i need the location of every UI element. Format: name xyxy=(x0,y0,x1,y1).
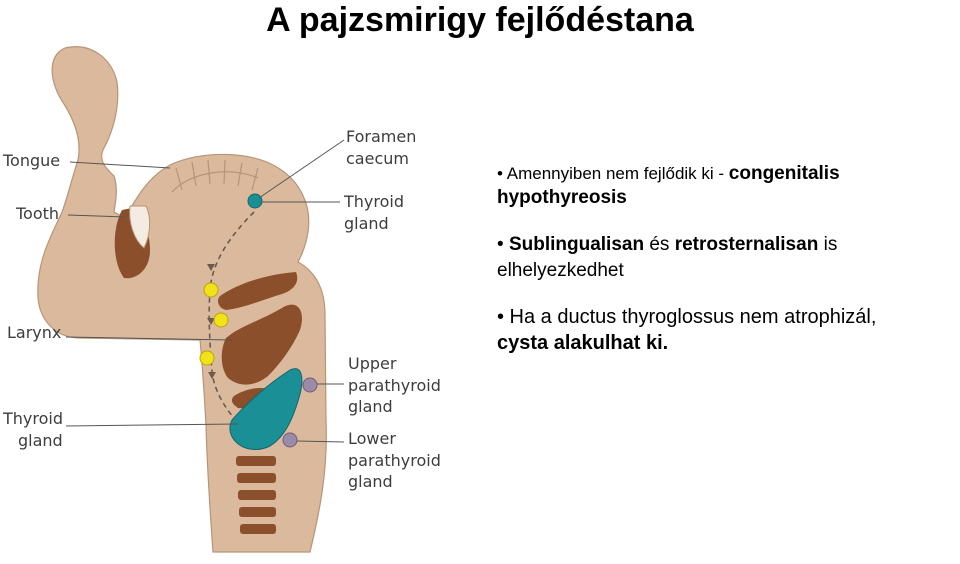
migration-dot-1 xyxy=(203,282,219,298)
tooth-crown-icon xyxy=(129,205,151,249)
label-thyroid-left-1: Thyroid xyxy=(2,409,63,428)
bullet-1-bold: congenitalis hypothyreosis xyxy=(497,163,840,208)
label-foramen-2: caecum xyxy=(346,149,409,168)
bullet-1: • Amennyiben nem fejlődik ki - congenita… xyxy=(497,162,960,210)
label-foramen-1: Foramen xyxy=(346,127,416,146)
bullet-list: • Amennyiben nem fejlődik ki - congenita… xyxy=(497,162,960,356)
hyoid-cartilage xyxy=(218,272,298,310)
label-thyroid-left-2: gland xyxy=(18,431,63,450)
label-lower-2: parathyroid xyxy=(348,451,441,470)
label-lower-3: gland xyxy=(348,472,393,491)
label-larynx: Larynx xyxy=(7,323,61,342)
bullet-1-text: • Amennyiben nem fejlődik ki - xyxy=(497,164,729,183)
label-tongue: Tongue xyxy=(2,151,60,170)
label-upper-2: parathyroid xyxy=(348,376,441,395)
bullet-3-text: • Ha a ductus thyroglossus nem atrophizá… xyxy=(497,306,877,328)
migration-dot-2 xyxy=(213,312,229,328)
label-thyroid-right-1: Thyroid xyxy=(343,192,404,211)
bullet-2-bold-2: retrosternalisan xyxy=(674,234,819,255)
label-lower-1: Lower xyxy=(348,429,396,448)
head-neck-section xyxy=(37,46,327,553)
bullet-3-bold: cysta alakulhat ki. xyxy=(497,332,669,354)
thyroid-development-diagram: Tongue Tooth Larynx Thyroid gland Forame… xyxy=(2,46,441,553)
migration-dot-3 xyxy=(199,350,215,366)
palate-folds xyxy=(171,159,259,193)
bullet-2-rest: is elhelyezkedhet xyxy=(497,234,838,281)
label-upper-1: Upper xyxy=(348,354,397,373)
thyroid-gland-shape xyxy=(229,368,303,450)
foramen-caecum-marker xyxy=(247,193,263,209)
tracheal-rings xyxy=(236,456,276,534)
bullet-3: • Ha a ductus thyroglossus nem atrophizá… xyxy=(497,304,960,356)
bullet-2-marker: • xyxy=(497,234,509,255)
label-upper-3: gland xyxy=(348,397,393,416)
bullet-2-mid: és xyxy=(644,234,675,255)
page-title: A pajzsmirigy fejlődéstana xyxy=(266,1,694,39)
bullet-2-bold-1: Sublingualisan xyxy=(508,234,645,255)
label-thyroid-right-2: gland xyxy=(344,214,389,233)
migration-path xyxy=(208,211,255,419)
lower-parathyroid-marker xyxy=(282,432,298,448)
label-tooth: Tooth xyxy=(15,204,59,223)
thyroid-cartilage xyxy=(221,304,302,385)
bullet-2: • Sublingualisan és retrosternalisan is … xyxy=(497,232,960,284)
upper-parathyroid-marker xyxy=(302,377,318,393)
leader-lines xyxy=(65,139,345,443)
migration-arrows xyxy=(207,264,216,379)
